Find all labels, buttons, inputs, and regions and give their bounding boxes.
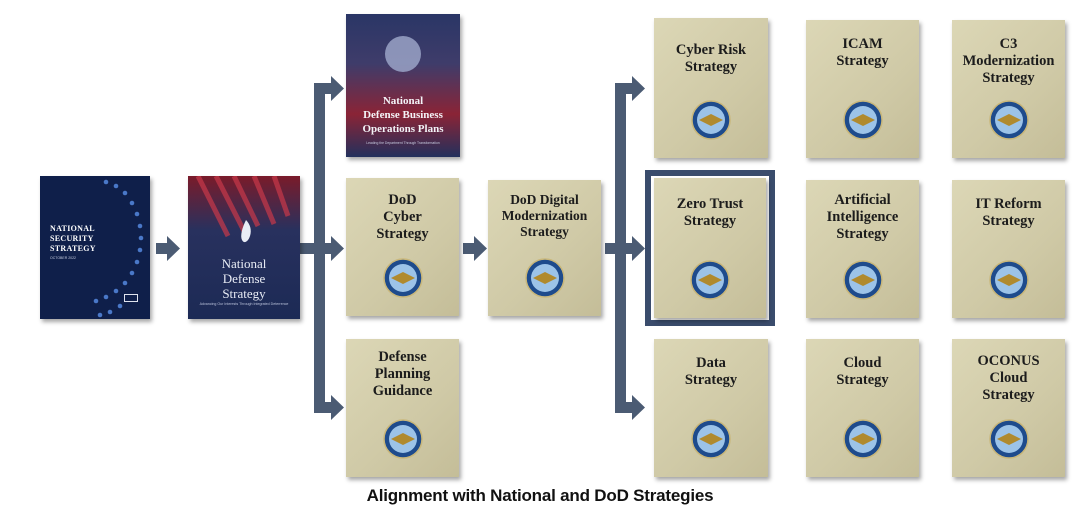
book-dod-cyber-strategy: DoD Cyber Strategy xyxy=(346,178,459,316)
arrow-to-zero-trust xyxy=(632,236,645,261)
dod-seal-icon xyxy=(382,258,423,298)
book-title: C3 Modernization Strategy xyxy=(962,36,1055,86)
globe-icon xyxy=(385,36,421,72)
dod-seal-icon xyxy=(382,419,423,459)
zero-trust-highlight-frame xyxy=(645,170,775,326)
nds-subtitle: Advancing Our Interests Through Integrat… xyxy=(199,302,289,306)
book-artificial-intelligence-strategy: Artificial Intelligence Strategy xyxy=(806,180,919,318)
book-c3-modernization-strategy: C3 Modernization Strategy xyxy=(952,20,1065,158)
book-zero-trust-strategy: Zero Trust Strategy xyxy=(654,178,766,318)
book-title: Cyber Risk Strategy xyxy=(675,42,747,75)
dod-seal-icon xyxy=(842,260,883,300)
nds-title: National Defense Strategy xyxy=(221,256,267,301)
dod-seal-icon xyxy=(524,258,565,298)
book-title: ICAM Strategy xyxy=(836,36,889,69)
dod-seal-icon xyxy=(690,260,730,300)
book-cyber-risk-strategy: Cyber Risk Strategy xyxy=(654,18,768,158)
dod-seal-icon xyxy=(842,100,883,140)
book-title: Artificial Intelligence Strategy xyxy=(826,192,899,242)
book-data-strategy: Data Strategy xyxy=(654,339,768,477)
book-title: DoD Digital Modernization Strategy xyxy=(501,192,588,239)
arrow-cyber-to-digital-head xyxy=(474,236,487,261)
arrow-cyber-to-digital xyxy=(463,243,475,254)
book-title: Data Strategy xyxy=(684,355,738,388)
flag-stripes-icon xyxy=(195,176,291,238)
ndbop-subtitle: Leading the Department Through Transform… xyxy=(366,141,440,145)
book-dod-digital-modernization-strategy: DoD Digital Modernization Strategy xyxy=(488,180,601,316)
arrow-nds-to-bracket xyxy=(298,243,316,254)
book-icam-strategy: ICAM Strategy xyxy=(806,20,919,158)
star-arc-icon xyxy=(93,179,144,318)
arrow-to-ndbop xyxy=(331,76,344,101)
book-cloud-strategy: Cloud Strategy xyxy=(806,339,919,477)
arrow-to-dpg xyxy=(331,395,344,420)
book-title: Defense Planning Guidance xyxy=(372,349,433,399)
national-security-strategy-cover: NATIONAL SECURITY STRATEGY OCTOBER 2022 xyxy=(40,176,150,319)
national-defense-strategy-cover: National Defense Strategy Advancing Our … xyxy=(188,176,300,319)
book-title: Cloud Strategy xyxy=(836,355,889,388)
arrow-nss-to-nds xyxy=(156,243,168,254)
dod-seal-icon xyxy=(988,260,1029,300)
arrow-to-data xyxy=(632,395,645,420)
bracket-1 xyxy=(314,83,325,413)
arrow-to-cyber-risk xyxy=(632,76,645,101)
dod-seal-icon xyxy=(691,419,731,459)
book-it-reform-strategy: IT Reform Strategy xyxy=(952,180,1065,318)
arrow-to-dod-cyber xyxy=(331,236,344,261)
book-defense-planning-guidance: Defense Planning Guidance xyxy=(346,339,459,477)
bracket-2 xyxy=(615,83,626,413)
dod-seal-icon xyxy=(691,100,731,140)
nss-date: OCTOBER 2022 xyxy=(50,256,77,260)
book-title: IT Reform Strategy xyxy=(975,196,1042,229)
arrow-digital-to-bracket xyxy=(605,243,619,254)
book-title: Zero Trust Strategy xyxy=(676,196,744,229)
dod-seal-icon xyxy=(842,419,883,459)
ndbop-cover: National Defense Business Operations Pla… xyxy=(346,14,460,157)
dod-seal-icon xyxy=(988,419,1029,459)
diagram-caption: Alignment with National and DoD Strategi… xyxy=(366,486,714,505)
arrow-nss-to-nds-head xyxy=(167,236,180,261)
book-title: DoD Cyber Strategy xyxy=(376,192,429,242)
white-house-emblem-icon xyxy=(124,294,138,302)
dod-seal-icon xyxy=(988,100,1029,140)
ndbop-title: National Defense Business Operations Pla… xyxy=(362,95,444,135)
book-title: OCONUS Cloud Strategy xyxy=(977,353,1040,403)
eagle-icon xyxy=(241,220,251,243)
nss-title: NATIONAL SECURITY STRATEGY xyxy=(50,224,96,253)
book-oconus-cloud-strategy: OCONUS Cloud Strategy xyxy=(952,339,1065,477)
